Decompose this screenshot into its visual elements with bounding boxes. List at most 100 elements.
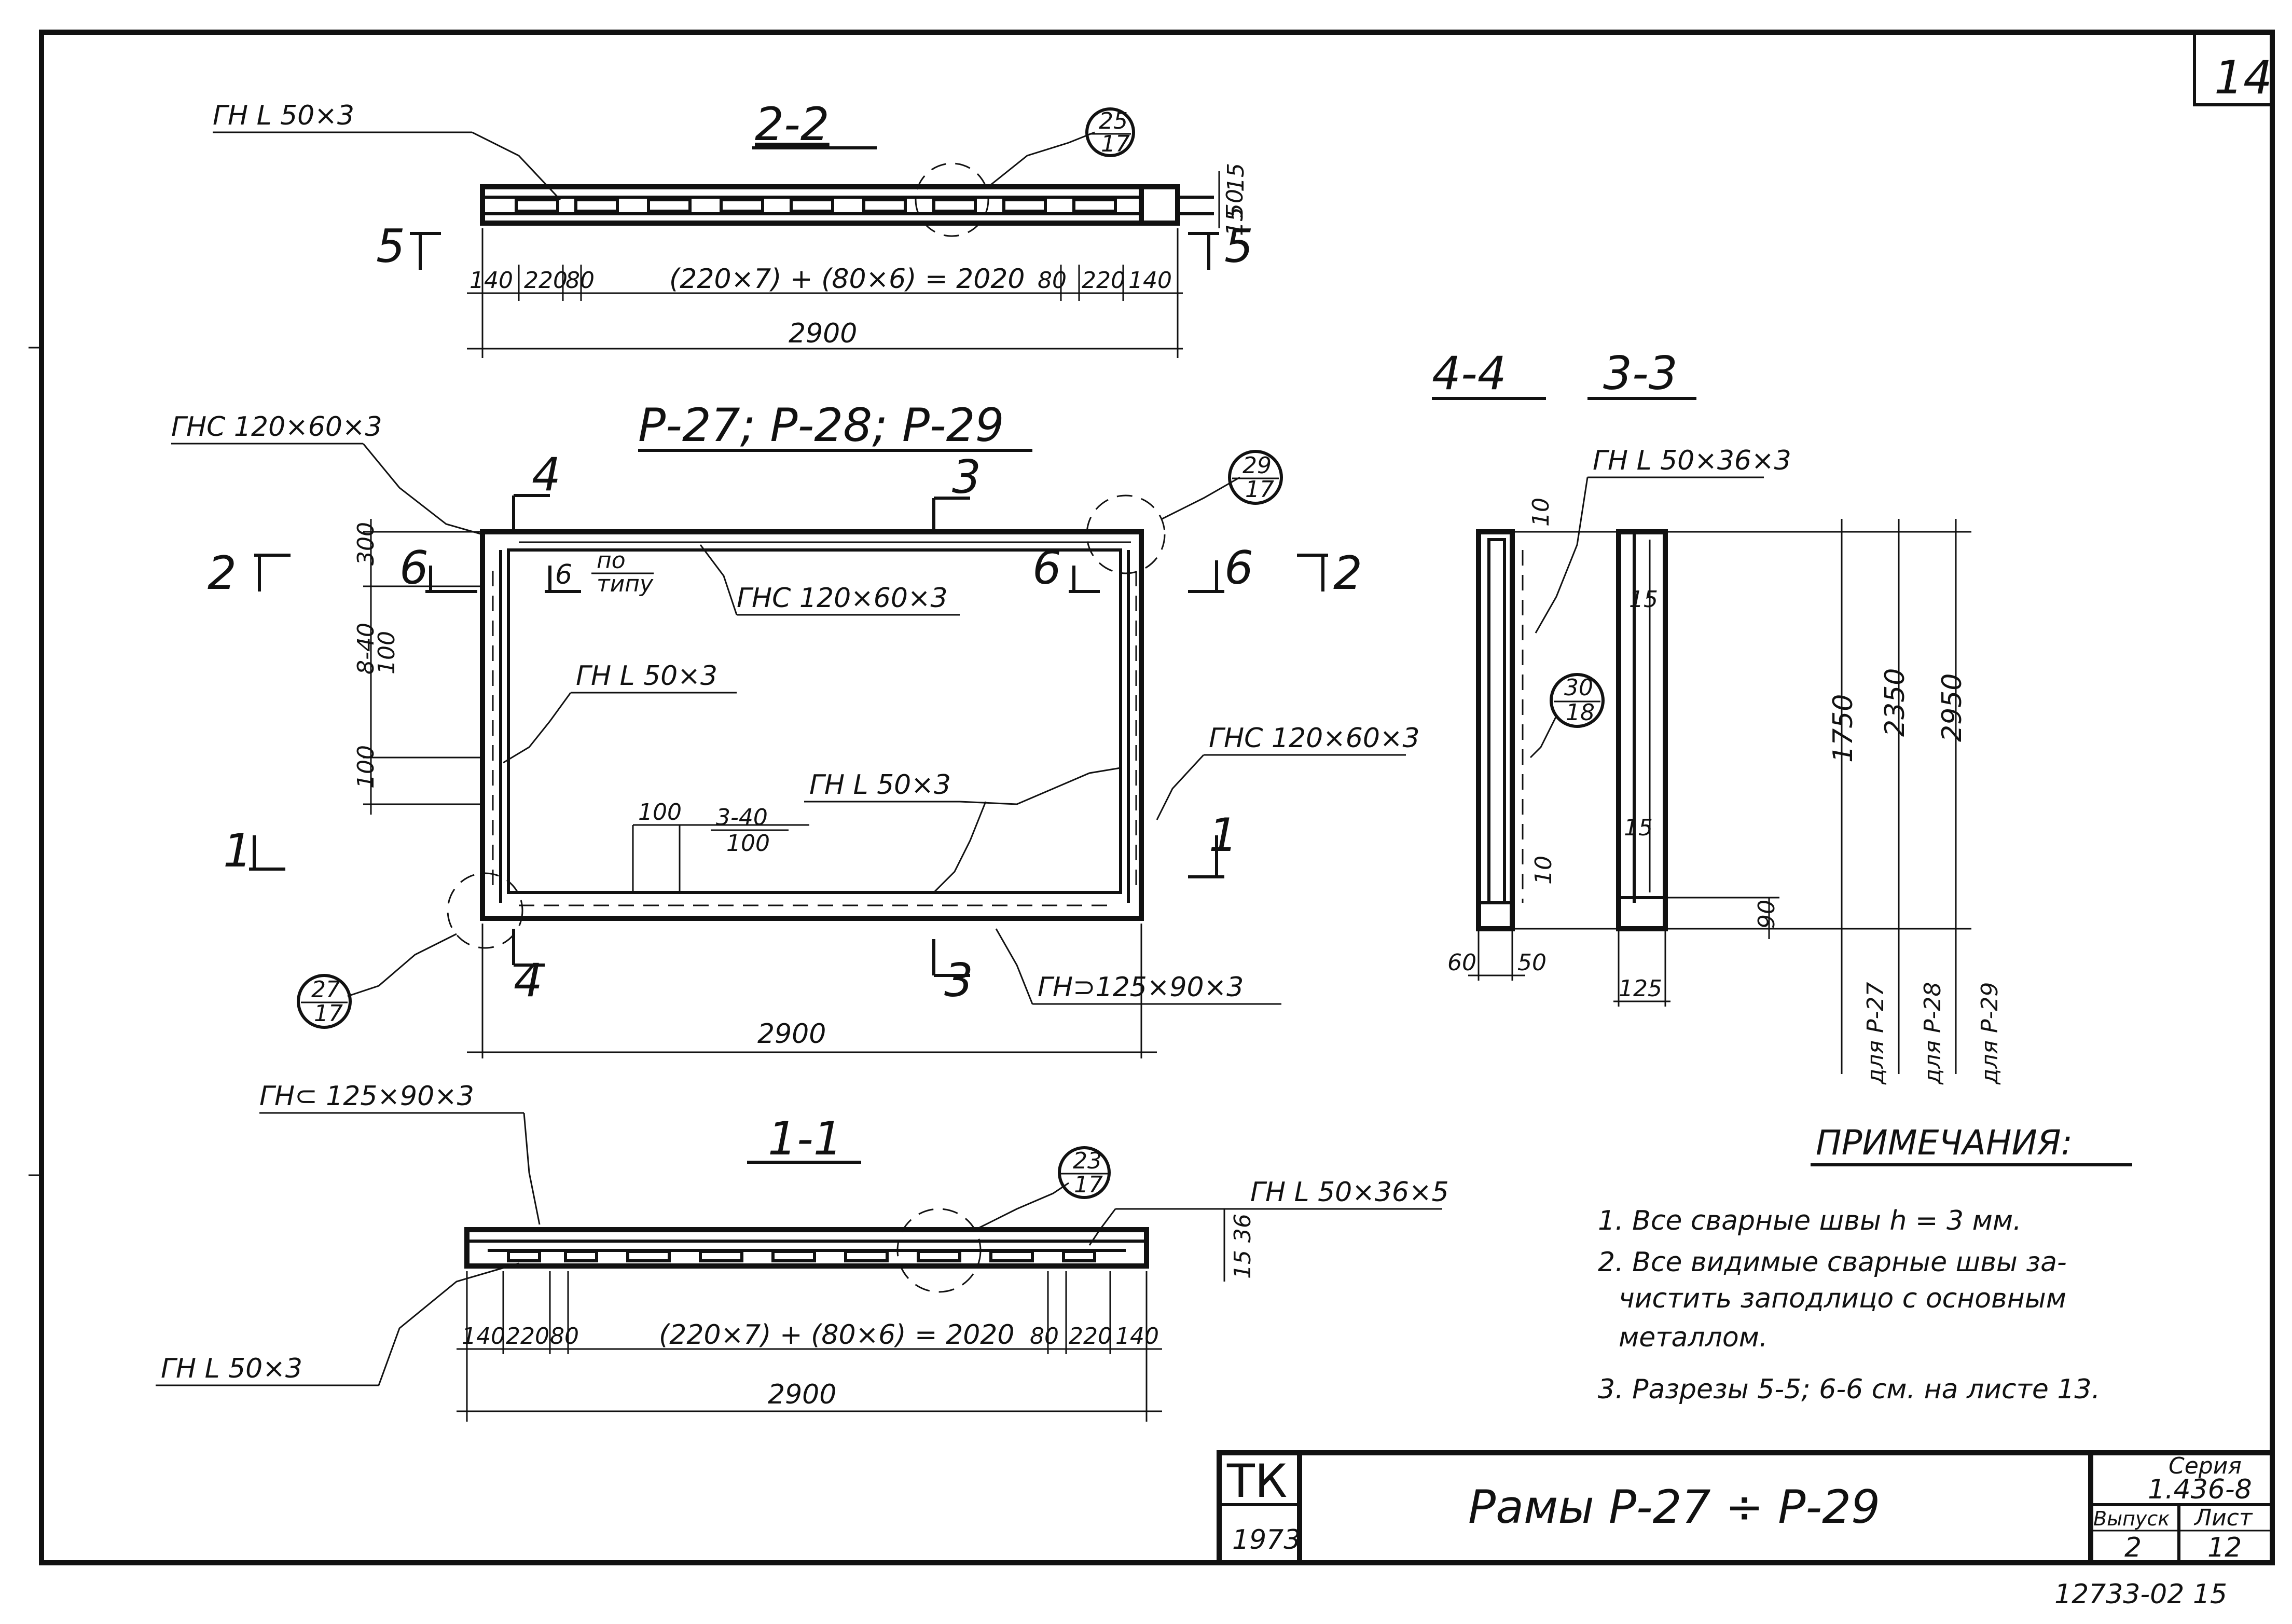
svg-text:140: 140 [470, 267, 513, 294]
section-1-1-overall: 2900 [768, 1379, 836, 1410]
plan-right-beam-label: ГНС 120×60×3 [1209, 723, 1420, 754]
bubble-2-2-bottom: 17 [1101, 131, 1130, 157]
svg-text:1: 1 [1209, 808, 1238, 862]
plan-top-left-label: ГНС 120×60×3 [171, 411, 382, 443]
sheet-number: 14 [2214, 51, 2272, 104]
sheet-border [39, 30, 2275, 1565]
svg-text:3-40: 3-40 [716, 804, 768, 831]
svg-text:90: 90 [1753, 900, 1780, 929]
section-2-2: 2-2 ГН L 50×3 25 17 5 [213, 98, 1253, 358]
svg-text:6: 6 [1224, 541, 1253, 595]
sheet-value: 12 [2207, 1532, 2242, 1563]
note-1: 1. Все сварные швы h = 3 мм. [1598, 1205, 2022, 1236]
svg-text:27: 27 [311, 976, 340, 1003]
svg-text:(220×7) + (80×6) = 2020: (220×7) + (80×6) = 2020 [659, 1319, 1014, 1351]
svg-text:15: 15 [1629, 586, 1658, 613]
title-text: Рамы Р-27 ÷ Р-29 [1468, 1480, 1880, 1534]
svg-text:220: 220 [1069, 1323, 1112, 1350]
sections-4-4-3-3: 4-4 3-3 ГН L 50×36×3 30 18 10 15 15 [1432, 347, 2003, 1085]
svg-text:4: 4 [532, 448, 561, 501]
sheet-label: Лист [2193, 1505, 2253, 1531]
svg-text:10: 10 [1528, 498, 1554, 527]
svg-text:100: 100 [726, 830, 770, 857]
section-1-1-right-label: ГН L 50×36×5 [1250, 1177, 1449, 1208]
svg-text:15: 15 [1222, 207, 1248, 236]
svg-text:100: 100 [374, 631, 400, 675]
plan-view: Р-27; Р-28; Р-29 ГНС 120×60×3 ГНС 120×60… [171, 398, 1420, 1058]
svg-text:6: 6 [555, 559, 572, 590]
section-1-1: 1-1 ГН⊂ 125×90×3 ГН L 50×36×5 23 17 [156, 1081, 1449, 1422]
plan-left-inner-label: ГН L 50×3 [576, 660, 717, 692]
svg-text:140: 140 [1115, 1323, 1159, 1350]
svg-text:15: 15 [1223, 163, 1249, 192]
svg-text:типу: типу [597, 571, 654, 597]
notes: ПРИМЕЧАНИЯ: 1. Все сварные швы h = 3 мм.… [1598, 1123, 2132, 1405]
svg-text:для Р-28: для Р-28 [1920, 982, 1946, 1085]
svg-text:140: 140 [462, 1323, 505, 1350]
note-2a: 2. Все видимые сварные швы за- [1598, 1247, 2067, 1278]
section-1-1-left-label: ГН L 50×3 [161, 1353, 302, 1384]
note-2b: чистить заподлицо с основным [1619, 1283, 2066, 1314]
svg-text:2350: 2350 [1880, 668, 1911, 737]
svg-text:100: 100 [353, 745, 379, 789]
svg-text:2: 2 [1333, 546, 1362, 600]
svg-text:30: 30 [1564, 675, 1593, 701]
svg-text:50: 50 [1222, 189, 1248, 218]
note-3: 3. Разрезы 5-5; 6-6 см. на листе 13. [1598, 1374, 2100, 1405]
svg-text:80: 80 [565, 267, 595, 294]
note-2c: металлом. [1619, 1322, 1768, 1353]
cut-5-right: 5 [1224, 219, 1253, 273]
svg-text:1750: 1750 [1828, 694, 1859, 763]
svg-text:8-40: 8-40 [353, 623, 379, 675]
svg-text:по: по [597, 547, 626, 574]
svg-text:80: 80 [1030, 1323, 1059, 1350]
svg-text:3: 3 [944, 954, 973, 1007]
issue-label: Выпуск [2093, 1507, 2170, 1530]
svg-text:6: 6 [1032, 541, 1061, 595]
svg-text:1: 1 [223, 824, 252, 877]
svg-text:4: 4 [514, 954, 543, 1007]
section-2-2-label: ГН L 50×3 [213, 100, 354, 131]
plan-overall: 2900 [757, 1019, 826, 1050]
svg-text:для Р-29: для Р-29 [1977, 982, 2003, 1085]
plan-bottom-inner-label: ГН L 50×3 [809, 769, 951, 801]
notes-heading: ПРИМЕЧАНИЯ: [1816, 1123, 2073, 1163]
title-year: 1973 [1232, 1524, 1301, 1556]
section-1-1-title: 1-1 [768, 1112, 843, 1165]
svg-text:220: 220 [1082, 267, 1125, 294]
svg-text:125: 125 [1619, 975, 1662, 1002]
title-block: ТК 1973 Рамы Р-27 ÷ Р-29 Серия 1.436-8 В… [1217, 1450, 2275, 1565]
svg-text:36: 36 [1230, 1214, 1256, 1243]
svg-text:140: 140 [1128, 267, 1172, 294]
section-1-1-top-label: ГН⊂ 125×90×3 [259, 1081, 474, 1112]
plan-title: Р-27; Р-28; Р-29 [638, 398, 1004, 452]
svg-text:80: 80 [1038, 267, 1067, 294]
issue-value: 2 [2124, 1532, 2142, 1563]
sections-label: ГН L 50×36×3 [1593, 445, 1791, 476]
svg-text:17: 17 [1074, 1172, 1103, 1198]
plan-top-beam-label: ГНС 120×60×3 [737, 583, 948, 614]
series-label: Серия [2169, 1453, 2242, 1479]
svg-text:29: 29 [1242, 452, 1272, 479]
svg-text:18: 18 [1566, 699, 1595, 726]
svg-text:10: 10 [1530, 856, 1557, 885]
section-3-3-title: 3-3 [1603, 347, 1678, 400]
svg-text:220: 220 [506, 1323, 549, 1350]
svg-text:100: 100 [638, 799, 682, 825]
svg-text:17: 17 [1245, 476, 1274, 503]
footer-code: 12733-02 15 [2054, 1579, 2227, 1610]
svg-text:2: 2 [208, 546, 237, 600]
bubble-2-2-top: 25 [1099, 108, 1128, 134]
title-org: ТК [1226, 1454, 1287, 1508]
cut-5-left: 5 [376, 219, 405, 273]
svg-text:60: 60 [1447, 949, 1476, 976]
svg-text:17: 17 [314, 1000, 343, 1027]
svg-text:2950: 2950 [1937, 673, 1968, 742]
svg-text:23: 23 [1073, 1148, 1102, 1174]
svg-text:для Р-27: для Р-27 [1862, 982, 1889, 1085]
section-2-2-overall: 2900 [789, 318, 857, 349]
svg-text:220: 220 [524, 267, 568, 294]
svg-text:50: 50 [1517, 949, 1547, 976]
section-2-2-title: 2-2 [755, 98, 830, 151]
